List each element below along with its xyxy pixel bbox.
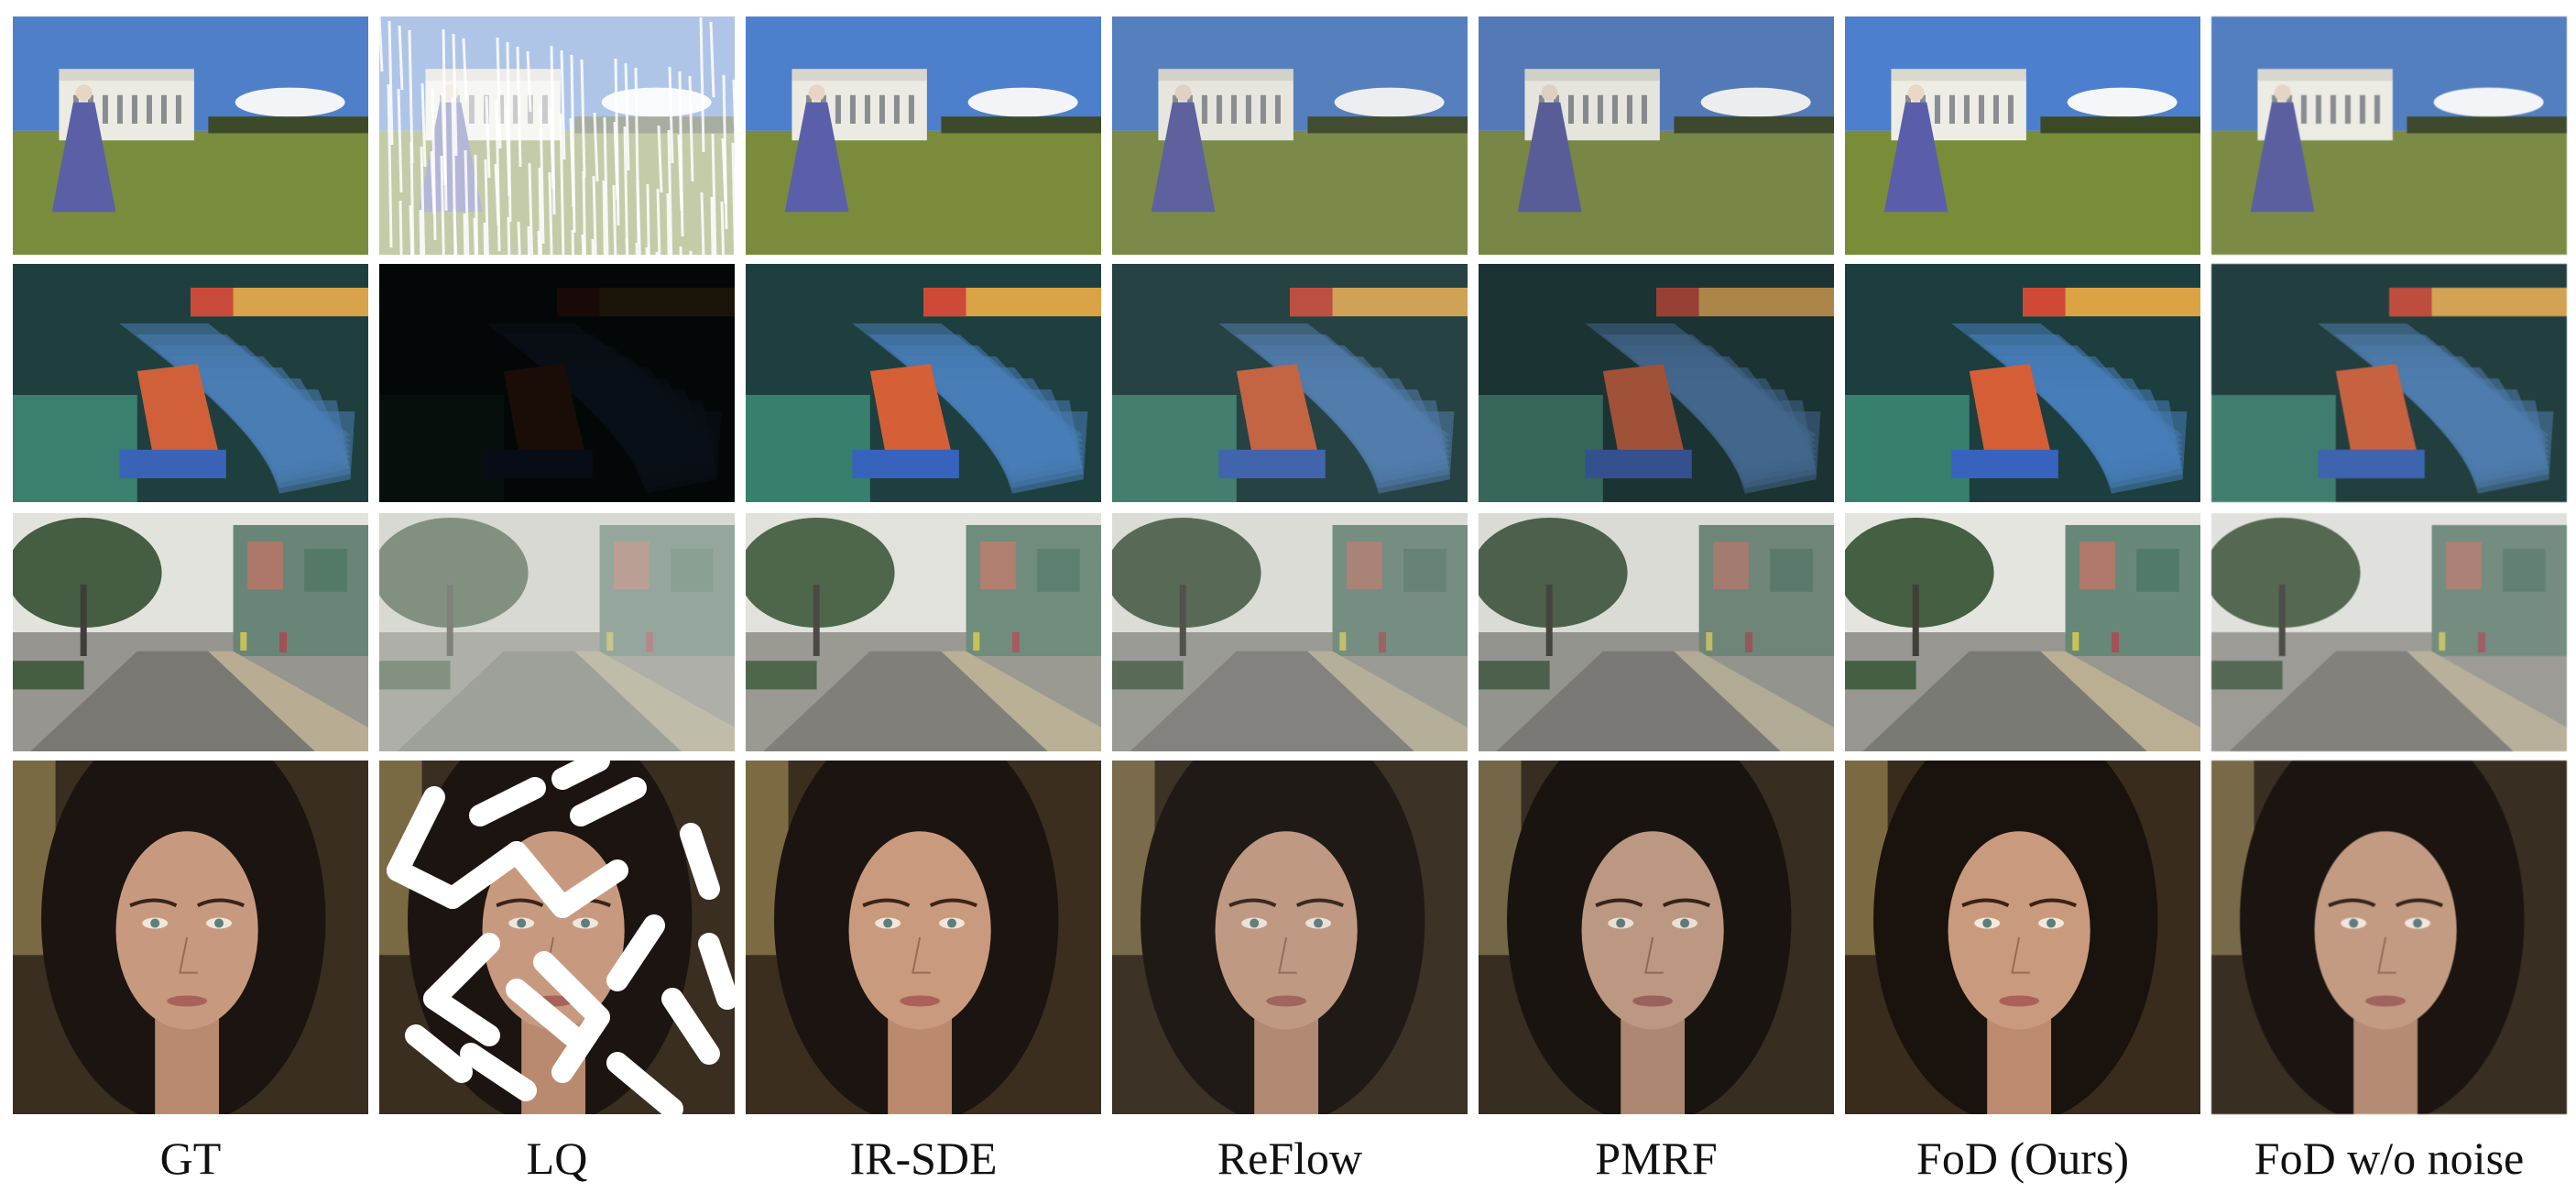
image-canvas-low-light-gt <box>13 264 368 502</box>
image-low-light-irsde <box>746 264 1101 502</box>
image-low-light-pmrf <box>1479 264 1834 502</box>
image-low-light-gt <box>13 264 368 502</box>
image-low-light-fod <box>1845 264 2200 502</box>
image-canvas-dehazing-gt <box>13 513 368 751</box>
image-canvas-deraining-irsde <box>746 16 1101 255</box>
image-canvas-dehazing-irsde <box>746 513 1101 751</box>
column-label-irsde: IR-SDE <box>849 1133 998 1184</box>
column-label-lq: LQ <box>526 1133 588 1184</box>
image-canvas-deraining-reflow <box>1112 16 1468 255</box>
image-inpainting-irsde <box>746 761 1101 1114</box>
image-canvas-low-light-fod <box>1845 264 2200 502</box>
image-canvas-inpainting-fod-nonoise <box>2211 761 2567 1114</box>
image-canvas-low-light-pmrf <box>1479 264 1834 502</box>
image-canvas-low-light-reflow <box>1112 264 1468 502</box>
image-inpainting-pmrf <box>1479 761 1834 1114</box>
image-canvas-inpainting-fod <box>1845 761 2200 1114</box>
image-dehazing-reflow <box>1112 513 1468 751</box>
image-inpainting-gt <box>13 761 368 1114</box>
column-label-fod-nonoise: FoD w/o noise <box>2254 1133 2525 1184</box>
image-canvas-inpainting-pmrf <box>1479 761 1834 1114</box>
column-label-pmrf: PMRF <box>1595 1133 1718 1184</box>
image-canvas-deraining-gt <box>13 16 368 255</box>
image-canvas-inpainting-reflow <box>1112 761 1468 1114</box>
image-low-light-lq <box>379 264 735 502</box>
image-inpainting-lq <box>379 761 735 1114</box>
image-canvas-low-light-lq <box>379 264 735 502</box>
image-inpainting-fod <box>1845 761 2200 1114</box>
image-low-light-fod-nonoise <box>2211 264 2567 502</box>
image-canvas-dehazing-pmrf <box>1479 513 1834 751</box>
image-canvas-inpainting-irsde <box>746 761 1101 1114</box>
image-dehazing-pmrf <box>1479 513 1834 751</box>
image-canvas-low-light-fod-nonoise <box>2211 264 2567 502</box>
image-canvas-dehazing-fod <box>1845 513 2200 751</box>
image-inpainting-reflow <box>1112 761 1468 1114</box>
image-canvas-inpainting-lq <box>379 761 735 1114</box>
column-label-reflow: ReFlow <box>1217 1133 1363 1184</box>
image-deraining-lq <box>379 16 735 255</box>
image-canvas-deraining-pmrf <box>1479 16 1834 255</box>
image-deraining-fod-nonoise <box>2211 16 2567 255</box>
column-label-fod: FoD (Ours) <box>1916 1133 2129 1184</box>
image-canvas-deraining-lq <box>379 16 735 255</box>
image-deraining-irsde <box>746 16 1101 255</box>
image-deraining-reflow <box>1112 16 1468 255</box>
image-dehazing-gt <box>13 513 368 751</box>
image-deraining-fod <box>1845 16 2200 255</box>
image-canvas-deraining-fod-nonoise <box>2211 16 2567 255</box>
image-canvas-dehazing-reflow <box>1112 513 1468 751</box>
image-deraining-gt <box>13 16 368 255</box>
column-label-gt: GT <box>159 1133 222 1184</box>
image-canvas-inpainting-gt <box>13 761 368 1114</box>
image-canvas-low-light-irsde <box>746 264 1101 502</box>
image-canvas-dehazing-lq <box>379 513 735 751</box>
image-deraining-pmrf <box>1479 16 1834 255</box>
image-canvas-deraining-fod <box>1845 16 2200 255</box>
image-dehazing-fod-nonoise <box>2211 513 2567 751</box>
image-canvas-dehazing-fod-nonoise <box>2211 513 2567 751</box>
image-dehazing-irsde <box>746 513 1101 751</box>
image-inpainting-fod-nonoise <box>2211 761 2567 1114</box>
image-low-light-reflow <box>1112 264 1468 502</box>
image-dehazing-fod <box>1845 513 2200 751</box>
image-dehazing-lq <box>379 513 735 751</box>
